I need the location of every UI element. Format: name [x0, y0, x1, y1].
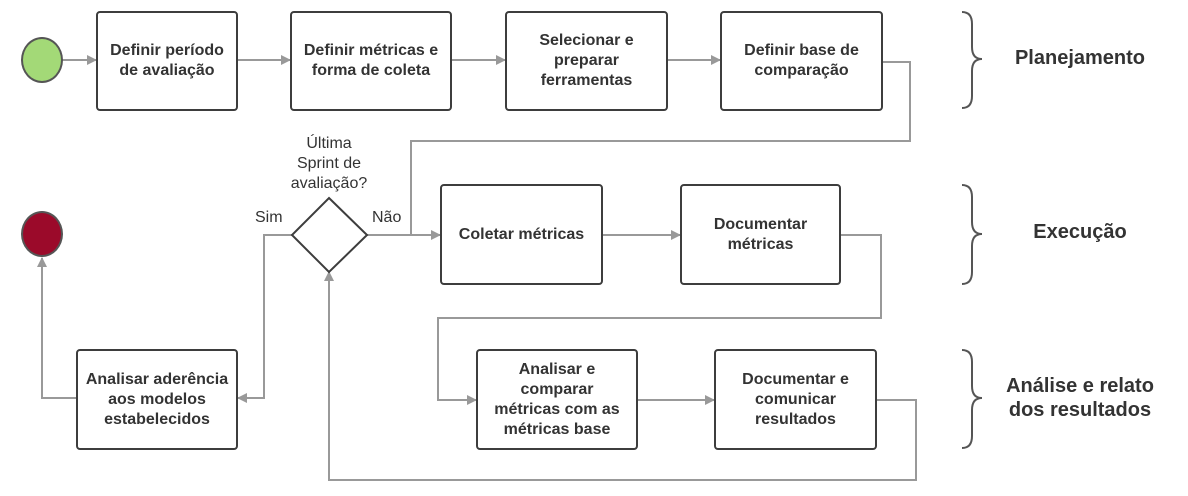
phase-planejamento: Planejamento: [1014, 47, 1146, 69]
step-analisar-comparar-label: Analisar e comparar métricas com as métr…: [494, 360, 620, 438]
step-definir-metricas-label: Definir métricas e forma de coleta: [303, 42, 439, 79]
end-node: [21, 211, 63, 257]
brace-planejamento: [961, 11, 983, 109]
step-documentar-comunicar: Documentar e comunicar resultados: [714, 349, 877, 450]
step-analisar-aderencia: Analisar aderência aos modelos estabelec…: [76, 349, 238, 450]
brace-analise: [961, 349, 983, 449]
phase-execucao: Execução: [1033, 221, 1127, 243]
step-selecionar-ferramentas-label: Selecionar e preparar ferramentas: [539, 32, 634, 89]
start-node: [21, 37, 63, 83]
step-definir-periodo: Definir período de avaliação: [96, 11, 238, 111]
step-analisar-aderencia-label: Analisar aderência aos modelos estabelec…: [85, 370, 229, 428]
step-coletar-metricas-label: Coletar métricas: [458, 225, 585, 243]
decision-diamond: [290, 196, 369, 274]
connector-decision-yes-to-aderencia: [237, 234, 292, 403]
connector-aderencia-to-end: [37, 257, 76, 399]
step-definir-periodo-label: Definir período de avaliação: [110, 42, 224, 79]
step-documentar-metricas-label: Documentar métricas: [713, 215, 808, 253]
connector-documentar-to-analisar: [437, 234, 882, 405]
decision-question: Última Sprint de avaliação?: [290, 135, 368, 192]
decision-no-label: Não: [372, 209, 402, 226]
step-definir-metricas: Definir métricas e forma de coleta: [290, 11, 452, 111]
decision-yes-label: Sim: [255, 209, 283, 226]
step-selecionar-ferramentas: Selecionar e preparar ferramentas: [505, 11, 668, 111]
phase-analise: Análise e relato dos resultados: [1006, 375, 1154, 421]
step-coletar-metricas: Coletar métricas: [440, 184, 603, 285]
connector-base-to-coletar: [410, 61, 911, 240]
step-documentar-comunicar-label: Documentar e comunicar resultados: [742, 370, 849, 428]
step-definir-base: Definir base de comparação: [720, 11, 883, 111]
connector-comunicar-to-decision: [324, 271, 917, 481]
brace-execucao: [961, 184, 983, 285]
step-documentar-metricas: Documentar métricas: [680, 184, 841, 285]
step-analisar-comparar: Analisar e comparar métricas com as métr…: [476, 349, 638, 450]
step-definir-base-label: Definir base de comparação: [744, 42, 859, 79]
